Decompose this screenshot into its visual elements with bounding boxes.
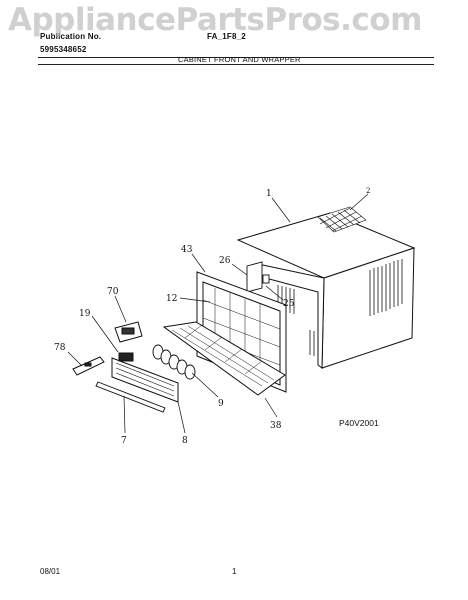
model-number: FA_1F8_2 xyxy=(207,32,246,41)
mounting-bracket xyxy=(246,261,270,293)
page-number: 1 xyxy=(232,567,237,576)
callout-7: 7 xyxy=(121,436,127,446)
air-filter-grille xyxy=(162,321,286,396)
callout-9: 9 xyxy=(218,399,224,409)
header-rule-top xyxy=(38,57,434,58)
louver-blades xyxy=(152,344,196,380)
diagram-code: P40V2001 xyxy=(339,418,379,428)
callout-78: 78 xyxy=(54,343,66,353)
callout-1: 1 xyxy=(266,189,272,199)
callout-43: 43 xyxy=(181,245,193,255)
publication-label: Publication No. xyxy=(40,32,102,41)
footer-date: 08/01 xyxy=(40,567,61,576)
base-strip xyxy=(95,381,166,413)
callout-26: 26 xyxy=(219,256,231,266)
callout-2: 2 xyxy=(366,187,370,195)
watermark: AppliancePartsPros.com xyxy=(8,2,422,38)
publication-number: 5995348652 xyxy=(40,45,87,54)
header-rule-bottom xyxy=(38,64,434,65)
remote-control xyxy=(72,356,105,376)
callout-labels: 1 2 43 26 12 25 70 19 78 9 7 8 38 xyxy=(54,187,370,446)
section-title: CABINET FRONT AND WRAPPER xyxy=(178,55,301,64)
callout-19: 19 xyxy=(79,309,91,319)
callout-70: 70 xyxy=(107,287,119,297)
top-mesh-insulation xyxy=(317,206,367,233)
leader-lines xyxy=(67,193,369,434)
callout-8: 8 xyxy=(182,436,188,446)
callout-12: 12 xyxy=(166,294,177,304)
control-panel xyxy=(114,321,143,343)
callout-38: 38 xyxy=(270,421,282,431)
callout-25: 25 xyxy=(283,299,295,309)
